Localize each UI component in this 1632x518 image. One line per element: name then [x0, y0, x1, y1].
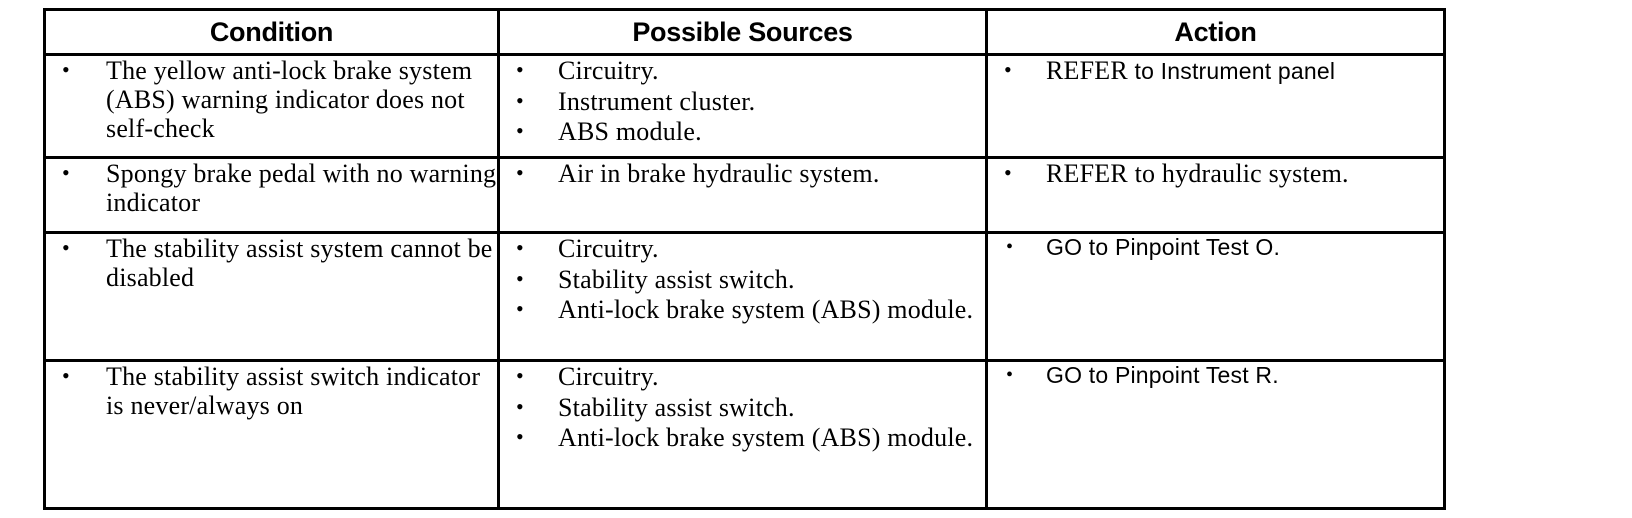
- condition-bullet-list: • Spongy brake pedal with no warning ind…: [46, 159, 497, 217]
- bullet-icon: •: [516, 393, 524, 419]
- list-item: • The yellow anti-lock brake system (ABS…: [46, 56, 497, 143]
- bullet-icon: •: [516, 87, 524, 113]
- sources-bullet-list: • Circuitry. • Stability assist switch. …: [500, 234, 985, 325]
- action-bullet-list: • REFER to hydraulic system.: [988, 159, 1443, 189]
- list-item: • Circuitry.: [500, 362, 985, 392]
- condition-bullet-list: • The yellow anti-lock brake system (ABS…: [46, 56, 497, 143]
- list-item: • GO to Pinpoint Test R.: [988, 362, 1443, 388]
- table-row: • The stability assist switch indicator …: [43, 359, 1446, 510]
- table-row: • The stability assist system cannot be …: [43, 231, 1446, 362]
- list-item-text: Air in brake hydraulic system.: [558, 159, 880, 188]
- bullet-icon: •: [62, 57, 70, 82]
- bullet-icon: •: [516, 296, 524, 322]
- list-item: • Circuitry.: [500, 234, 985, 264]
- table-row: • Spongy brake pedal with no warning ind…: [43, 156, 1446, 234]
- cell-condition: • The yellow anti-lock brake system (ABS…: [43, 53, 500, 159]
- list-item: • Anti-lock brake system (ABS) module.: [500, 423, 985, 453]
- list-item: • REFER to Instrument panel: [988, 56, 1443, 86]
- condition-bullet-list: • The stability assist switch indicator …: [46, 362, 497, 420]
- list-item: • Instrument cluster.: [500, 87, 985, 117]
- sources-bullet-list: • Air in brake hydraulic system.: [500, 159, 985, 189]
- symptom-chart-table: Condition Possible Sources Action • The …: [43, 8, 1446, 510]
- cell-condition: • The stability assist system cannot be …: [43, 231, 500, 362]
- list-item-text: Spongy brake pedal with no warning indic…: [106, 159, 497, 218]
- cell-condition: • Spongy brake pedal with no warning ind…: [43, 156, 500, 234]
- cell-condition: • The stability assist switch indicator …: [43, 359, 500, 510]
- column-header-possible-sources: Possible Sources: [497, 8, 988, 56]
- bullet-icon: •: [516, 363, 524, 388]
- bullet-icon: •: [516, 424, 524, 450]
- list-item-text: GO to Pinpoint Test O.: [1046, 234, 1281, 260]
- list-item-text: The stability assist system cannot be di…: [106, 234, 493, 293]
- list-item: • The stability assist switch indicator …: [46, 362, 497, 420]
- cell-possible-sources: • Air in brake hydraulic system.: [497, 156, 988, 234]
- list-item: • Stability assist switch.: [500, 393, 985, 423]
- list-item-text: The yellow anti-lock brake system (ABS) …: [106, 56, 473, 144]
- bullet-icon: •: [516, 160, 524, 185]
- list-item-text: REFER to hydraulic system.: [1046, 159, 1349, 188]
- list-item-text: Circuitry.: [558, 362, 659, 391]
- action-lead-text: REFER: [1046, 56, 1128, 85]
- table-row: • The yellow anti-lock brake system (ABS…: [43, 53, 1446, 159]
- bullet-icon: •: [1004, 160, 1012, 185]
- list-item-text: Anti-lock brake system (ABS) module.: [558, 295, 974, 325]
- list-item: • GO to Pinpoint Test O.: [988, 234, 1443, 260]
- column-header-action: Action: [985, 8, 1446, 56]
- table-body: • The yellow anti-lock brake system (ABS…: [43, 53, 1446, 510]
- bullet-icon: •: [516, 118, 524, 144]
- list-item-text: Anti-lock brake system (ABS) module.: [558, 423, 974, 453]
- list-item: • Circuitry.: [500, 56, 985, 86]
- bullet-icon: •: [516, 235, 524, 260]
- table-header: Condition Possible Sources Action: [43, 8, 1446, 56]
- bullet-icon: •: [1004, 57, 1012, 82]
- list-item-text: Circuitry.: [558, 234, 659, 263]
- sources-bullet-list: • Circuitry. • Instrument cluster. • ABS…: [500, 56, 985, 147]
- bullet-icon: •: [516, 57, 524, 82]
- list-item: • Anti-lock brake system (ABS) module.: [500, 295, 985, 325]
- cell-action: • GO to Pinpoint Test R.: [985, 359, 1446, 510]
- list-item-text: Stability assist switch.: [558, 392, 795, 422]
- bullet-icon: •: [62, 235, 70, 260]
- list-item: • The stability assist system cannot be …: [46, 234, 497, 292]
- bullet-icon: •: [62, 363, 70, 388]
- bullet-icon: •: [62, 160, 70, 185]
- list-item-text: Circuitry.: [558, 56, 659, 85]
- list-item: • Stability assist switch.: [500, 265, 985, 295]
- sources-bullet-list: • Circuitry. • Stability assist switch. …: [500, 362, 985, 453]
- cell-action: • REFER to Instrument panel: [985, 53, 1446, 159]
- list-item-text: REFER to Instrument panel: [1046, 56, 1443, 86]
- bullet-icon: •: [1006, 364, 1014, 386]
- action-tail-text: to Instrument panel: [1127, 58, 1336, 84]
- cell-possible-sources: • Circuitry. • Stability assist switch. …: [497, 231, 988, 362]
- list-item: • ABS module.: [500, 117, 985, 147]
- action-bullet-list: • GO to Pinpoint Test R.: [988, 362, 1443, 388]
- list-item-text: Stability assist switch.: [558, 264, 795, 294]
- condition-bullet-list: • The stability assist system cannot be …: [46, 234, 497, 292]
- column-header-condition: Condition: [43, 8, 500, 56]
- action-bullet-list: • GO to Pinpoint Test O.: [988, 234, 1443, 260]
- table-header-row: Condition Possible Sources Action: [43, 8, 1446, 56]
- list-item-text: The stability assist switch indicator is…: [106, 362, 481, 421]
- cell-possible-sources: • Circuitry. • Stability assist switch. …: [497, 359, 988, 510]
- list-item: • Spongy brake pedal with no warning ind…: [46, 159, 497, 217]
- bullet-icon: •: [1006, 236, 1014, 258]
- bullet-icon: •: [516, 265, 524, 291]
- list-item: • REFER to hydraulic system.: [988, 159, 1443, 189]
- list-item: • Air in brake hydraulic system.: [500, 159, 985, 189]
- cell-possible-sources: • Circuitry. • Instrument cluster. • ABS…: [497, 53, 988, 159]
- list-item-text: ABS module.: [558, 117, 702, 147]
- list-item-text: GO to Pinpoint Test R.: [1046, 362, 1279, 388]
- action-bullet-list: • REFER to Instrument panel: [988, 56, 1443, 86]
- list-item-text: Instrument cluster.: [558, 86, 756, 116]
- cell-action: • GO to Pinpoint Test O.: [985, 231, 1446, 362]
- cell-action: • REFER to hydraulic system.: [985, 156, 1446, 234]
